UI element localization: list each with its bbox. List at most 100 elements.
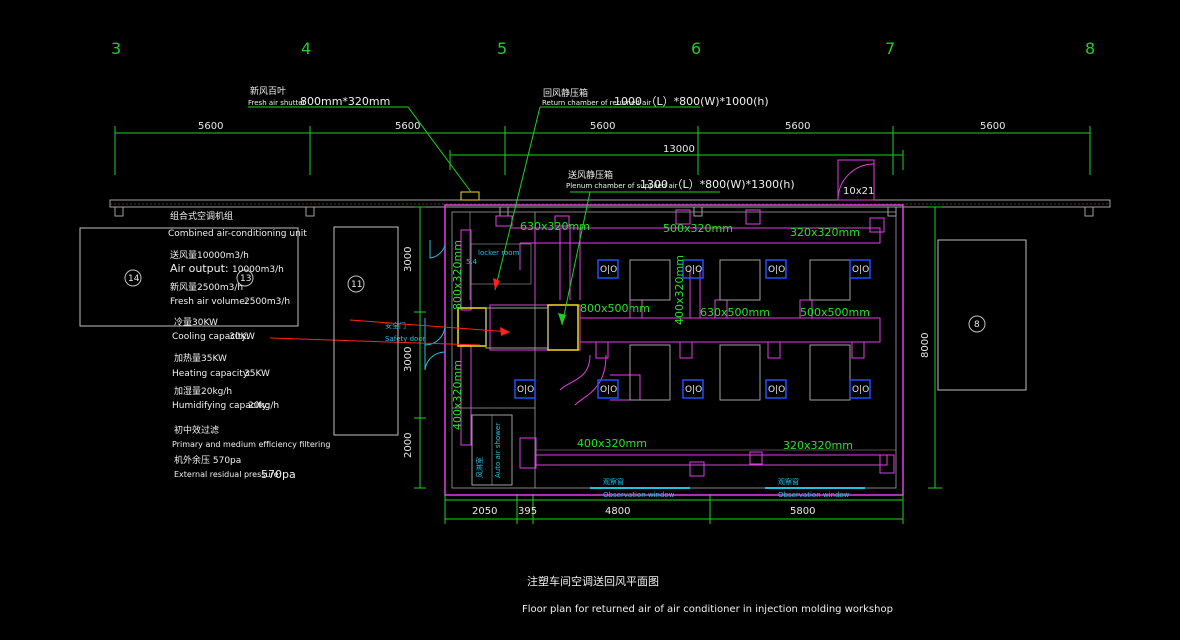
- fresh-air-cn: 新风百叶: [250, 85, 286, 97]
- top-dimension-line: [114, 126, 1091, 175]
- drawing-title-cn: 注塑车间空调送回风平面图: [527, 574, 659, 588]
- return-duct-bottom: [519, 437, 895, 477]
- diffuser-label: O|O: [852, 265, 869, 275]
- grid-axis-6: 6: [691, 39, 701, 58]
- ahu-fresh-cn: 新风量2500m3/h: [170, 281, 243, 293]
- diffuser: [765, 379, 787, 399]
- diffuser-label: O|O: [600, 385, 617, 395]
- left-dim-1: 3000: [403, 247, 414, 272]
- supply-chamber-en: Plenum chamber of supplied air: [566, 182, 678, 190]
- top-dim-1: 5600: [198, 121, 223, 132]
- machine-14: [79, 227, 299, 327]
- ahu-heating-en: Heating capacity:: [172, 369, 251, 379]
- top-dim-5: 5600: [980, 121, 1005, 132]
- ahu-supply-val: 10000m3/h: [232, 265, 284, 275]
- ahu-pressure-val: 570pa: [261, 468, 296, 481]
- ahu-fresh-en: Fresh air volume:: [170, 297, 248, 307]
- duct-label-v1: 800x320mm: [451, 240, 464, 310]
- machine-13-label: 13: [240, 274, 251, 284]
- diffuser-label: O|O: [768, 385, 785, 395]
- injection-machines: [629, 259, 851, 401]
- top-dim-2: 5600: [395, 121, 420, 132]
- duct-label-2: 500x320mm: [663, 222, 733, 235]
- ahu-supply-en: Air output:: [170, 262, 229, 275]
- grid-axis-4: 4: [301, 39, 311, 58]
- ahu-cooling-cn: 冷量30KW: [174, 316, 218, 328]
- ahu-supply-cn: 送风量10000m3/h: [170, 249, 249, 261]
- duct-label-5: 630x500mm: [700, 306, 770, 319]
- diffuser: [849, 259, 871, 279]
- ahu-humid-val: 20kg/h: [248, 401, 279, 411]
- ahu-filter-en: Primary and medium efficiency filtering: [172, 440, 330, 449]
- return-chamber-cn: 回风静压箱: [543, 87, 588, 99]
- duct-label-3: 320x320mm: [790, 226, 860, 239]
- duct-label-v3: 400x320mm: [673, 255, 686, 325]
- duct-label-8: 320x320mm: [783, 439, 853, 452]
- diffuser: [597, 259, 619, 279]
- safety-door-en: Safety door: [385, 335, 426, 343]
- return-duct-curve: [559, 354, 641, 406]
- ahu-humid-en: Humidifying capacity:: [172, 401, 269, 411]
- grid-axis-3: 3: [111, 39, 121, 58]
- diffuser-label: O|O: [517, 385, 534, 395]
- diffuser: [514, 379, 536, 399]
- left-dim-3: 2000: [403, 433, 414, 458]
- machine-8: [937, 239, 1027, 391]
- diffuser: [682, 379, 704, 399]
- drawing-title-en: Floor plan for returned air of air condi…: [522, 604, 893, 615]
- bottom-dim-4: 5800: [790, 506, 815, 517]
- ahu-spec: 组合式空调机组 Combined air-conditioning unit 送…: [168, 210, 330, 481]
- machine-11: [333, 226, 399, 436]
- door-size-label: 10x21: [843, 186, 874, 197]
- return-chamber-en: Return chamber of returned air: [542, 99, 651, 107]
- diffuser-labels: O|O O|O O|O O|O O|O O|O O|O O|O O|O: [517, 265, 869, 395]
- locker-room-label: locker room: [478, 249, 520, 257]
- machine-8-label: 8: [974, 320, 980, 330]
- observation-window-cn-1: 观察窗: [603, 477, 624, 486]
- left-dim-2: 3000: [403, 347, 414, 372]
- ahu-chambers: [457, 304, 579, 351]
- air-shower-en: Auto air shower: [494, 423, 502, 478]
- building-wall: [109, 199, 1111, 217]
- diffuser: [597, 379, 619, 399]
- top-dim-3: 5600: [590, 121, 615, 132]
- duct-label-4: 800x500mm: [580, 302, 650, 315]
- right-dimension-line: [928, 206, 942, 489]
- supply-chamber-size: 1300 （L）*800(W)*1300(h): [640, 178, 795, 191]
- diffuser: [682, 259, 704, 279]
- ahu-heating-val: 35KW: [244, 369, 270, 379]
- fresh-air-shutter: [460, 191, 480, 201]
- left-dimension-line: [414, 206, 426, 489]
- diffusers: [514, 259, 871, 399]
- diffuser-label: O|O: [768, 265, 785, 275]
- ahu-humid-cn: 加湿量20kg/h: [174, 386, 232, 397]
- right-dim: 8000: [920, 333, 931, 358]
- diffuser: [849, 379, 871, 399]
- ahu-pressure-en: External residual pressure:: [174, 470, 281, 479]
- bottom-dim-1: 2050: [472, 506, 497, 517]
- observation-window-en-1: Observation window: [603, 491, 675, 499]
- supply-duct-middle: [489, 270, 881, 359]
- diffuser: [765, 259, 787, 279]
- ahu-filter-cn: 初中效过滤: [174, 424, 219, 436]
- overall-dim: 13000: [663, 144, 695, 155]
- return-chamber-size: 1000 （L）*800(W)*1000(h): [614, 95, 769, 108]
- grid-axis-8: 8: [1085, 39, 1095, 58]
- top-dim-4: 5600: [785, 121, 810, 132]
- diffuser-label: O|O: [685, 385, 702, 395]
- ahu-pressure-cn: 机外余压 570pa: [174, 454, 241, 466]
- value-5-4: 5.4: [466, 258, 478, 266]
- diffuser-label: O|O: [685, 265, 702, 275]
- bottom-dim-3: 4800: [605, 506, 630, 517]
- ahu-title-cn: 组合式空调机组: [170, 210, 233, 222]
- ahu-cooling-val: 30KW: [229, 332, 255, 342]
- diffuser-label: O|O: [852, 385, 869, 395]
- left-doors: [424, 240, 446, 371]
- grid-axis-7: 7: [885, 39, 895, 58]
- ahu-fresh-val: 2500m3/h: [244, 297, 290, 307]
- machine-14-label: 14: [128, 274, 140, 284]
- duct-label-7: 400x320mm: [577, 437, 647, 450]
- ahu-heating-cn: 加热量35KW: [174, 352, 227, 364]
- leader-lines: [248, 106, 720, 346]
